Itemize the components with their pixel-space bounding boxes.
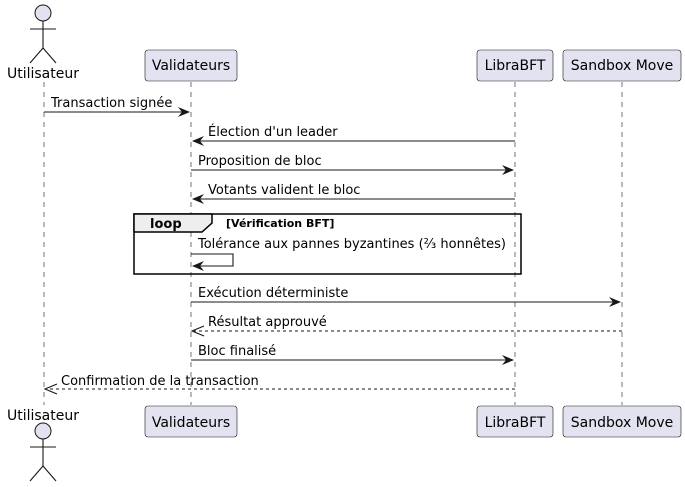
message-resultat-approuve: Résultat approuvé bbox=[190, 315, 622, 337]
arrowhead-icon bbox=[178, 107, 190, 117]
participant-librabft-top: LibraBFT bbox=[476, 49, 554, 82]
message-label: Proposition de bloc bbox=[198, 154, 322, 169]
participant-sandbox-bottom: Sandbox Move bbox=[562, 405, 682, 438]
participant-label: Sandbox Move bbox=[571, 415, 674, 431]
message-transaction-signee: Transaction signée bbox=[44, 96, 190, 117]
message-label: Exécution déterministe bbox=[198, 286, 348, 301]
participant-label: Sandbox Move bbox=[571, 58, 674, 74]
message-label: Élection d'un leader bbox=[208, 124, 338, 140]
arrowhead-icon bbox=[190, 325, 205, 337]
loop-keyword: loop bbox=[150, 217, 182, 232]
actor-head-icon bbox=[34, 4, 52, 22]
participant-librabft-bottom: LibraBFT bbox=[476, 405, 554, 438]
arrowhead-icon bbox=[192, 136, 204, 146]
message-execution-deterministe: Exécution déterministe bbox=[191, 286, 621, 307]
actor-label: Utilisateur bbox=[7, 408, 79, 424]
participant-label: Validateurs bbox=[152, 58, 230, 74]
participant-validators-bottom: Validateurs bbox=[144, 405, 238, 438]
message-confirmation-transaction: Confirmation de la transaction bbox=[43, 374, 515, 395]
loop-fragment: loop [Vérification BFT] bbox=[133, 213, 522, 275]
arrowhead-icon bbox=[192, 194, 204, 204]
message-label: Tolérance aux pannes byzantines (⅔ honnê… bbox=[197, 237, 506, 252]
actor-user-top: Utilisateur bbox=[7, 4, 79, 82]
participant-label: LibraBFT bbox=[485, 415, 546, 431]
arrowhead-icon bbox=[192, 261, 204, 271]
message-election-leader: Élection d'un leader bbox=[192, 124, 515, 146]
arrowhead-icon bbox=[43, 383, 58, 395]
message-proposition-bloc: Proposition de bloc bbox=[191, 154, 514, 175]
message-label: Transaction signée bbox=[50, 96, 172, 111]
message-label: Votants valident le bloc bbox=[208, 183, 360, 198]
message-label: Confirmation de la transaction bbox=[61, 374, 259, 389]
arrowhead-icon bbox=[609, 297, 621, 307]
arrowhead-icon bbox=[502, 165, 514, 175]
actor-user-bottom: Utilisateur bbox=[7, 408, 79, 482]
actor-label: Utilisateur bbox=[7, 66, 79, 82]
participant-validators-top: Validateurs bbox=[144, 49, 238, 82]
message-votants-valident: Votants valident le bloc bbox=[192, 183, 515, 204]
participant-sandbox-top: Sandbox Move bbox=[562, 49, 682, 82]
message-label: Bloc finalisé bbox=[198, 344, 276, 359]
loop-guard: [Vérification BFT] bbox=[226, 217, 334, 230]
actor-head-icon bbox=[34, 422, 52, 440]
message-tolerance-byzantine: Tolérance aux pannes byzantines (⅔ honnê… bbox=[191, 237, 506, 271]
participant-label: LibraBFT bbox=[485, 58, 546, 74]
message-bloc-finalise: Bloc finalisé bbox=[191, 344, 514, 365]
message-label: Résultat approuvé bbox=[208, 315, 327, 330]
participant-label: Validateurs bbox=[152, 415, 230, 431]
arrowhead-icon bbox=[502, 355, 514, 365]
